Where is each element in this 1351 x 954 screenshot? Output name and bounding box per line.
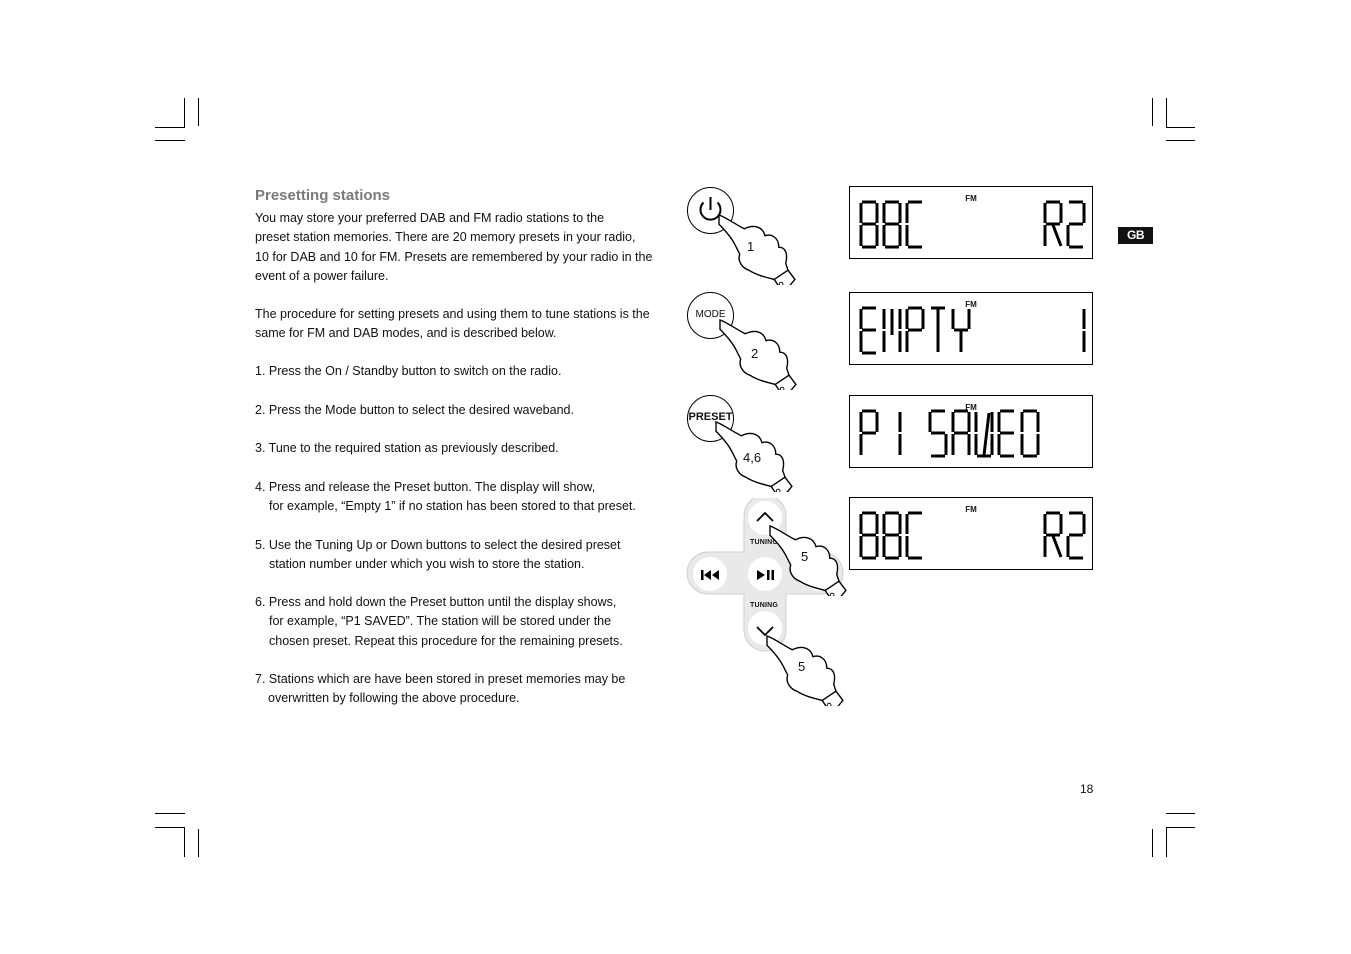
text-line: chosen preset. Repeat this procedure for… [269,633,623,648]
lcd-segment [1051,535,1063,558]
mode-button-label: MODE [695,309,726,320]
step-2: 2. Press the Mode button to select the d… [255,401,574,420]
crop-mark [1152,829,1153,857]
crop-mark [155,127,185,128]
lcd-segment [1051,224,1063,247]
tuning-down-label: TUNING [750,602,779,609]
crop-mark [1166,127,1195,128]
text-line: same for FM and DAB modes, and is descri… [255,326,557,341]
lcd-display: FM [849,395,1093,468]
lcd-character [951,309,971,352]
crop-mark [184,827,185,857]
lcd-character [905,306,925,352]
lcd-character [882,200,902,249]
lcd-character [905,200,922,249]
preset-button-label: PRESET [688,411,733,423]
band-indicator: FM [965,403,977,412]
crop-mark [1152,98,1153,126]
lcd-character [859,306,876,355]
lcd-display: FM [849,497,1093,570]
lcd-character [859,511,879,560]
power-icon [699,197,722,221]
lcd-segment-text [859,200,1086,249]
crop-mark [1166,98,1167,128]
text-line: The procedure for setting presets and us… [255,307,650,321]
text-line: You may store your preferred DAB and FM … [255,211,605,225]
hand-pointer-icon [718,214,796,285]
lcd-segment-text [859,511,1086,560]
lcd-character [931,306,945,352]
crop-mark [184,98,185,128]
text-line: 4. Press and release the Preset button. … [255,480,596,494]
lcd-character [928,409,948,458]
text-line: 2. Press the Mode button to select the d… [255,403,574,417]
lcd-character [1043,511,1063,558]
lcd-character [882,511,902,560]
text-line: 3. Tune to the required station as previ… [255,441,559,455]
lcd-segment [982,412,991,456]
lcd-character [1043,200,1063,247]
skip-back-icon [701,570,719,580]
chevron-up-icon [756,511,774,522]
crop-mark [155,827,185,828]
step-6: 6. Press and hold down the Preset button… [255,593,623,651]
step-number-label: 1 [747,239,755,254]
step-number-label: 5 [798,659,806,674]
chevron-down-icon [756,626,774,637]
crop-mark [198,98,199,126]
lcd-character [1066,511,1086,560]
lcd-character [882,309,902,352]
text-line: 1. Press the On / Standby button to swit… [255,364,562,378]
band-indicator: FM [965,505,977,514]
text-line: 10 for DAB and 10 for FM. Presets are re… [255,249,653,264]
step-1: 1. Press the On / Standby button to swit… [255,362,561,381]
language-tab: GB [1118,227,1153,244]
text-line: overwritten by following the above proce… [268,691,520,706]
intro-paragraph: You may store your preferred DAB and FM … [255,209,652,286]
lcd-character [974,412,994,458]
crop-mark [1166,827,1195,828]
lcd-character [1020,409,1040,458]
lcd-character [905,511,922,560]
step-3: 3. Tune to the required station as previ… [255,439,559,458]
step-number-label: 2 [751,346,759,361]
text-line: event of a power failure. [255,268,389,283]
crop-mark [1166,813,1195,814]
page-number: 18 [1080,782,1094,796]
procedure-paragraph: The procedure for setting presets and us… [255,305,650,344]
crop-mark [1166,140,1195,141]
step-4: 4. Press and release the Preset button. … [255,478,636,517]
text-line: preset station memories. There are 20 me… [255,230,636,245]
lcd-display: FM [849,186,1093,259]
text-line: 5. Use the Tuning Up or Down buttons to … [255,538,621,552]
lcd-character [1066,200,1086,249]
crop-mark [155,140,185,141]
text-line: 7. Stations which are have been stored i… [255,672,626,686]
lcd-segment-text [859,306,1086,355]
step-7: 7. Stations which are have been stored i… [255,670,625,709]
band-indicator: FM [965,194,977,203]
band-indicator: FM [965,300,977,309]
text-line: for example, “P1 SAVED”. The station wil… [269,614,612,629]
crop-mark [1166,827,1167,857]
text-line: for example, “Empty 1” if no station has… [269,499,636,514]
crop-mark [155,813,185,814]
step-5: 5. Use the Tuning Up or Down buttons to … [255,536,621,575]
text-line: 6. Press and hold down the Preset button… [255,595,617,609]
lcd-display: FM [849,292,1093,365]
lcd-character [859,409,879,455]
lcd-character [859,200,879,249]
play-pause-icon [757,570,774,580]
crop-mark [198,829,199,857]
lcd-character [997,409,1014,458]
step-number-label: 4,6 [743,450,762,465]
lcd-segment-text [859,409,1040,458]
text-line: station number under which you wish to s… [269,557,585,572]
page-heading: Presetting stations [255,187,391,204]
tuning-up-label: TUNING [750,539,779,546]
step-number-label: 5 [801,549,809,564]
lcd-character [951,409,971,455]
